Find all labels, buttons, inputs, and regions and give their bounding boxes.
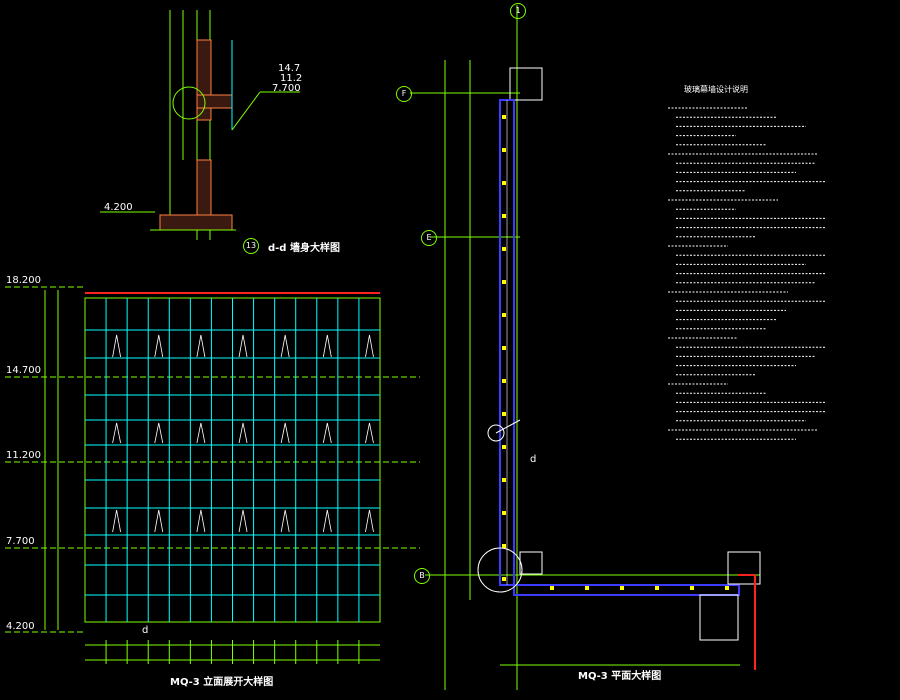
sash-symbol (154, 509, 164, 533)
sash-symbol (365, 334, 374, 358)
plan-mullion (502, 148, 506, 152)
level-18200: 18.200 (6, 275, 41, 286)
section-level-14-7: 14.7 (278, 63, 301, 74)
level-14700: 14.700 (6, 365, 41, 376)
elevation-detail-marker: d (142, 625, 149, 636)
plan-mullion (502, 412, 506, 416)
section-title: d-d 墙身大样图 (268, 243, 340, 254)
section-level-11-2: 11.2 (280, 73, 303, 84)
plan-mullion (620, 586, 624, 590)
sash-symbol (196, 422, 206, 444)
sash-symbol (280, 334, 290, 358)
plan-mullion (502, 115, 506, 119)
sash-symbol (280, 509, 290, 533)
section-d-d (100, 10, 300, 240)
plan-mullion (502, 280, 506, 284)
plan-mullion (585, 586, 589, 590)
sash-symbol (322, 422, 332, 444)
plan-mullion (655, 586, 659, 590)
section-level-7700: 7.700 (272, 83, 301, 94)
level-7700: 7.700 (6, 536, 35, 547)
sash-symbol (112, 422, 121, 444)
plan-mullion (502, 577, 506, 581)
notes-title: 玻璃幕墙设计说明 (684, 85, 748, 94)
sash-symbol (238, 422, 248, 444)
level-4200: 4.200 (6, 621, 35, 632)
plan-mullion (690, 586, 694, 590)
sash-symbol (322, 334, 332, 358)
grid-axis-E: E (421, 230, 437, 246)
sash-symbol (322, 509, 332, 533)
plan-mullion (502, 181, 506, 185)
plan-mullion (502, 478, 506, 482)
grid-axis-B: B (414, 568, 430, 584)
plan-mullion (502, 511, 506, 515)
plan-detail-marker: d (530, 454, 537, 465)
plan-mullion (502, 313, 506, 317)
sash-symbol (196, 509, 206, 533)
plan-view (410, 5, 761, 690)
sash-symbol (112, 509, 122, 533)
sash-symbol (280, 422, 290, 444)
plan-mullion (725, 586, 729, 590)
plan-mullion (502, 379, 506, 383)
plan-mullion (502, 544, 506, 548)
plan-mullion (502, 214, 506, 218)
level-11200: 11.200 (6, 450, 41, 461)
plan-mullion (502, 346, 506, 350)
plan-title: MQ-3 平面大样图 (578, 671, 662, 682)
sash-symbol (365, 422, 374, 444)
plan-mullion (502, 247, 506, 251)
sash-symbol (238, 509, 248, 533)
elevation-frame (5, 286, 420, 664)
section-number-bubble: 13 (243, 238, 259, 254)
plan-mullion (550, 586, 554, 590)
sash-symbol (196, 334, 206, 358)
sash-symbol (154, 422, 164, 444)
sash-symbol (154, 334, 164, 358)
design-notes-text (668, 107, 826, 440)
grid-axis-1: 1 (510, 3, 526, 19)
grid-axis-F: F (396, 86, 412, 102)
sash-symbol (365, 509, 374, 533)
section-level-4200: 4.200 (104, 202, 133, 213)
plan-mullion (502, 445, 506, 449)
sash-symbol (238, 334, 248, 358)
sash-symbol (112, 334, 122, 358)
elevation-title: MQ-3 立面展开大样图 (170, 677, 274, 688)
